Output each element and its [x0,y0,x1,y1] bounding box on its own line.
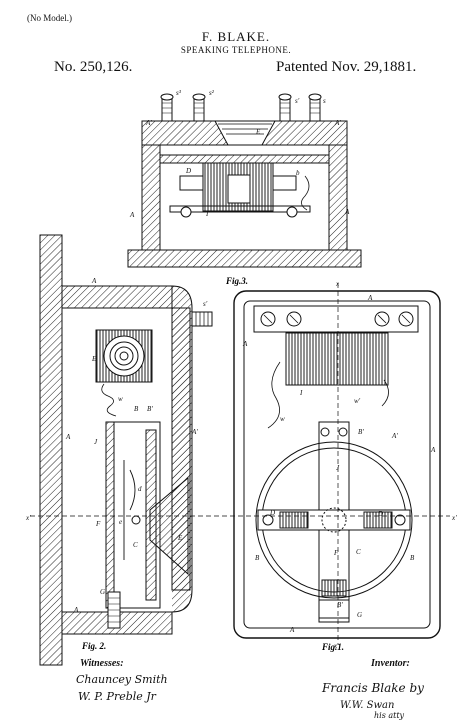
svg-text:x': x' [451,514,457,522]
witness-signature-1: Chauncey Smith [76,673,168,686]
figure-3-drawing [127,93,362,268]
figure-3-caption: Fig.3. [225,276,248,286]
svg-text:e: e [119,518,122,526]
svg-text:A: A [129,211,135,219]
svg-text:A: A [73,606,79,614]
svg-text:F: F [95,520,101,528]
svg-text:w: w [118,395,123,403]
patent-date: Patented Nov. 29,1881. [276,59,417,75]
figure-1-caption: Fig.1. [321,642,344,652]
svg-text:B: B [255,554,260,562]
svg-text:d: d [138,485,142,493]
svg-text:A: A [289,626,295,634]
svg-text:D: D [185,167,191,175]
svg-text:C: C [356,548,361,556]
no-model-note: (No Model.) [27,13,72,23]
svg-text:A: A [65,433,71,441]
witnesses-label: Witnesses: [80,658,124,669]
attorney-signature: W.W. Swan [340,700,395,711]
witness-signature-2: W. P. Preble Jr [78,690,156,703]
patent-number: No. 250,126. [54,59,133,75]
svg-text:A': A' [391,432,398,440]
patent-title: SPEAKING TELEPHONE. [180,45,292,55]
svg-text:A: A [344,208,350,216]
svg-text:x: x [333,642,338,650]
figure-1-drawing [233,290,441,639]
svg-text:s²: s² [209,89,215,97]
figure-2-drawing [39,234,213,666]
svg-text:G: G [100,588,105,596]
svg-text:w': w' [354,397,361,405]
svg-text:I: I [299,389,303,397]
svg-text:A: A [91,277,97,285]
svg-text:s': s' [295,97,300,105]
inventor-name: F. BLAKE. [201,29,271,44]
svg-text:s: s [323,97,326,105]
svg-text:C: C [133,541,138,549]
svg-text:s³: s³ [176,89,182,97]
svg-text:E: E [91,355,97,363]
svg-text:G: G [357,611,362,619]
svg-text:B: B [410,554,415,562]
svg-text:J: J [94,438,98,446]
svg-text:A: A [367,294,373,302]
svg-text:A': A' [145,119,152,127]
inventor-signature: Francis Blake by [322,681,424,695]
svg-text:A': A' [334,119,341,127]
svg-text:A: A [430,446,436,454]
svg-text:x': x' [25,514,31,522]
svg-text:E: E [255,128,261,136]
svg-text:B': B' [337,601,343,609]
svg-text:B': B' [358,428,364,436]
svg-text:b: b [296,169,300,177]
svg-text:I: I [205,210,209,218]
svg-text:A: A [242,340,248,348]
attorney-note: his atty [374,711,405,720]
svg-text:B: B [134,405,139,413]
inventor-label: Inventor: [371,658,410,669]
figure-2-caption: Fig. 2. [81,641,106,651]
svg-text:s': s' [203,300,208,308]
svg-text:A': A' [191,428,198,436]
svg-text:D: D [377,510,383,518]
svg-text:x: x [335,280,340,288]
svg-text:D: D [269,509,275,517]
svg-text:F: F [333,549,339,557]
svg-text:E: E [177,534,183,542]
svg-text:B': B' [147,405,153,413]
svg-text:w: w [280,415,285,423]
